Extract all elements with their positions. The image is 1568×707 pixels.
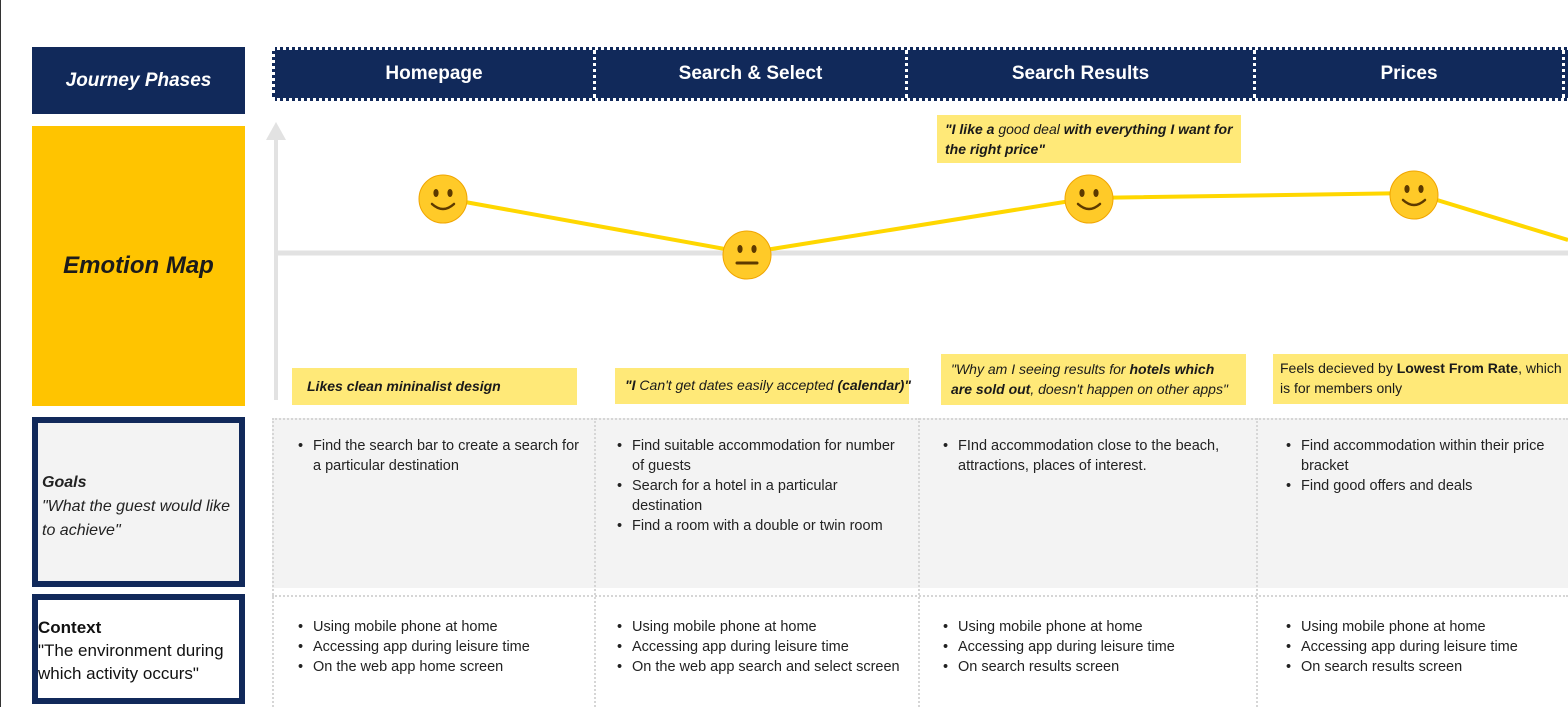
grid-line	[272, 418, 1568, 420]
phase-search-select: Search & Select	[678, 63, 823, 84]
list-item: On search results screen	[1286, 657, 1568, 677]
goals-label-box: Goals "What the guest would like to achi…	[38, 423, 239, 581]
list-item: On search results screen	[943, 657, 1258, 677]
quote-text: Feels decieved by	[1280, 360, 1397, 376]
quote-prices: Feels decieved by Lowest From Rate, whic…	[1273, 354, 1568, 404]
context-search-results: Using mobile phone at home Accessing app…	[938, 617, 1258, 677]
context-label: Context "The environment during which ac…	[32, 594, 245, 704]
phase-divider	[1253, 50, 1256, 98]
quote-text: good deal	[998, 121, 1060, 137]
quote-text: hotels which are sold out	[951, 361, 1215, 397]
list-item: Accessing app during leisure time	[943, 637, 1258, 657]
list-item: Search for a hotel in a particular desti…	[617, 476, 902, 516]
phase-header-bar: Homepage Search & Select Search Results …	[272, 47, 1568, 101]
context-subtitle: "The environment during which activity o…	[38, 641, 224, 683]
list-item: Using mobile phone at home	[1286, 617, 1568, 637]
quote-search-select: "I Can't get dates easily accepted (cale…	[615, 368, 911, 404]
quote-text: , doesn't happen on other apps"	[1030, 381, 1228, 397]
context-prices: Using mobile phone at home Accessing app…	[1281, 617, 1568, 677]
grid-line	[594, 418, 596, 707]
list-item: Find the search bar to create a search f…	[298, 436, 583, 476]
list-item: FInd accommodation close to the beach, a…	[943, 436, 1233, 476]
list-item: Using mobile phone at home	[617, 617, 932, 637]
goals-search-results: FInd accommodation close to the beach, a…	[938, 436, 1233, 476]
list-item: Accessing app during leisure time	[617, 637, 932, 657]
quote-text: Likes clean mininalist design	[307, 378, 501, 394]
grid-line	[272, 595, 1568, 597]
happy-face-icon	[1064, 174, 1114, 224]
list-item: Accessing app during leisure time	[1286, 637, 1568, 657]
quote-search-results: "Why am I seeing results for hotels whic…	[941, 354, 1246, 405]
quote-text: "Why am I seeing results for	[951, 361, 1130, 377]
phase-homepage: Homepage	[385, 63, 483, 84]
happy-face-icon	[418, 174, 468, 224]
goals-homepage: Find the search bar to create a search f…	[293, 436, 583, 476]
list-item: On the web app home screen	[298, 657, 603, 677]
emotion-axis-arrow	[266, 122, 286, 140]
phase-divider	[593, 50, 596, 98]
list-item: Find a room with a double or twin room	[617, 516, 902, 536]
grid-line	[272, 418, 274, 707]
goals-label: Goals "What the guest would like to achi…	[32, 417, 245, 587]
neutral-face-icon	[722, 230, 772, 280]
quote-text: Can't get dates easily accepted	[635, 377, 838, 393]
quote-text: with everything I want for the right pri…	[945, 121, 1233, 157]
goals-search-select: Find suitable accommodation for number o…	[612, 436, 902, 536]
quote-good-deal: "I like a good deal with everything I wa…	[937, 115, 1241, 163]
journey-phases-text: Journey Phases	[65, 69, 212, 91]
list-item: On the web app search and select screen	[617, 657, 932, 677]
phase-search-results: Search Results	[1011, 63, 1150, 84]
grid-line	[1256, 418, 1258, 707]
grid-line	[918, 418, 920, 707]
quote-text: "I	[625, 377, 636, 393]
list-item: Using mobile phone at home	[943, 617, 1258, 637]
phase-divider	[905, 50, 908, 98]
list-item: Accessing app during leisure time	[298, 637, 603, 657]
list-item: Find accommodation within their price br…	[1286, 436, 1568, 476]
phase-divider	[1562, 50, 1565, 98]
quote-text: Lowest From Rate	[1396, 360, 1519, 376]
quote-text: "I like a	[945, 121, 999, 137]
list-item: Find suitable accommodation for number o…	[617, 436, 902, 476]
phase-prices: Prices	[1380, 63, 1438, 84]
page-left-border	[0, 0, 1, 707]
happy-face-icon	[1389, 170, 1439, 220]
goals-prices: Find accommodation within their price br…	[1281, 436, 1568, 496]
emotion-map-label: Emotion Map	[32, 126, 245, 406]
list-item: Find good offers and deals	[1286, 476, 1568, 496]
context-search-select: Using mobile phone at home Accessing app…	[612, 617, 932, 677]
goals-subtitle: "What the guest would like to achieve"	[42, 498, 230, 539]
emotion-map-text: Emotion Map	[63, 252, 214, 279]
context-label-box: Context "The environment during which ac…	[38, 600, 239, 698]
context-homepage: Using mobile phone at home Accessing app…	[293, 617, 603, 677]
journey-phases-label: Journey Phases	[32, 47, 245, 114]
quote-homepage: Likes clean mininalist design	[292, 368, 577, 405]
quote-text: , which is for members only	[1280, 360, 1562, 396]
context-title: Context	[38, 618, 102, 637]
list-item: Using mobile phone at home	[298, 617, 603, 637]
goals-title: Goals	[42, 474, 87, 491]
quote-text: (calendar)"	[837, 377, 911, 393]
